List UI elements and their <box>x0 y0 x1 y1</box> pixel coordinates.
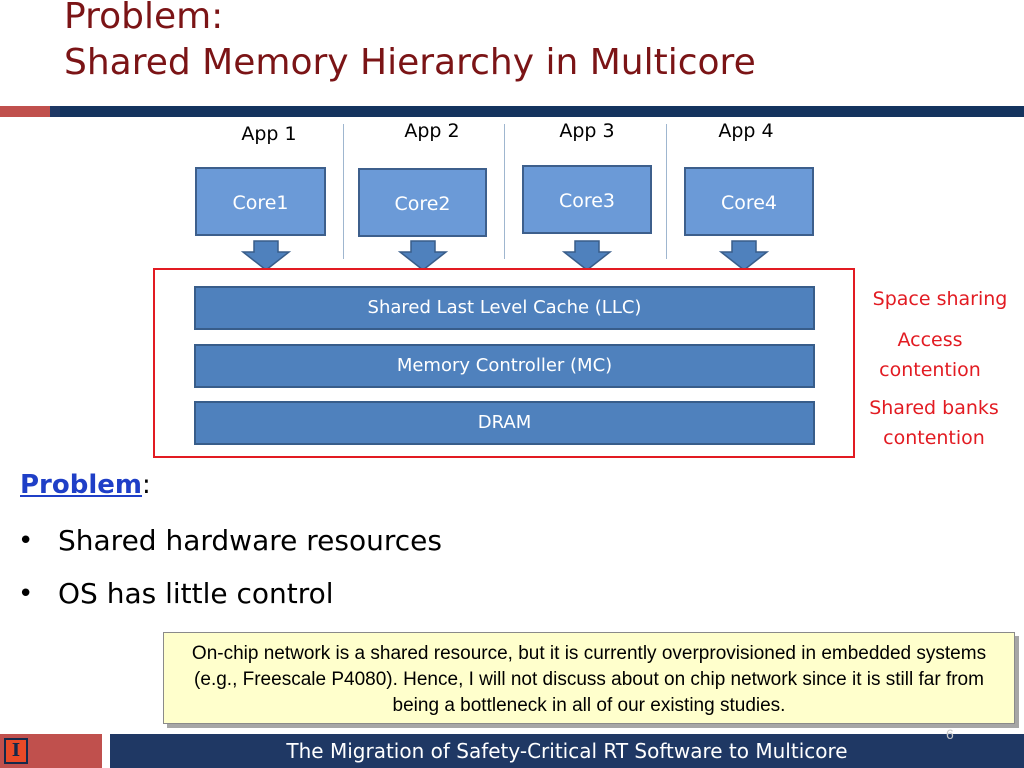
slide-title-line1: Problem: <box>64 0 224 37</box>
llc-bar: Shared Last Level Cache (LLC) <box>194 286 815 330</box>
down-arrow-icon <box>561 240 613 271</box>
university-logo-icon: I <box>4 738 28 764</box>
mc-bar: Memory Controller (MC) <box>194 344 815 388</box>
down-arrow-icon <box>718 240 770 271</box>
problem-colon: : <box>142 470 151 500</box>
problem-keyword: Problem <box>20 470 142 500</box>
app-divider <box>343 124 344 259</box>
bullet-icon: • <box>18 525 34 556</box>
note-access-line2: contention <box>879 359 981 381</box>
bullet-text: Shared hardware resources <box>58 524 442 557</box>
title-rule <box>50 106 1024 117</box>
slide-title-line2: Shared Memory Hierarchy in Multicore <box>64 42 756 83</box>
down-arrow-icon <box>240 240 292 271</box>
problem-heading: Problem: <box>20 470 151 500</box>
note-access-contention: Access contention <box>860 325 1000 385</box>
core-arrows <box>240 240 770 271</box>
note-access-line1: Access <box>897 329 963 351</box>
core-box-1: Core1 <box>195 167 326 236</box>
footer-title: The Migration of Safety-Critical RT Soft… <box>286 739 848 763</box>
footer-bar <box>110 734 1024 768</box>
app-label-2: App 2 <box>404 120 460 142</box>
callout-note: On-chip network is a shared resource, bu… <box>163 632 1015 724</box>
note-bank-line1: Shared banks <box>869 397 999 419</box>
note-space-sharing: Space sharing <box>872 288 1008 310</box>
core-box-2: Core2 <box>358 168 487 237</box>
bullet-item: • Shared hardware resources <box>18 524 442 557</box>
note-bank-contention: Shared banks contention <box>856 393 1012 453</box>
page-number: 6 <box>946 726 954 742</box>
down-arrow-icon <box>397 240 449 271</box>
core-box-3: Core3 <box>522 165 652 234</box>
app-label-1: App 1 <box>241 123 297 145</box>
core-box-4: Core4 <box>684 167 814 236</box>
app-divider <box>504 124 505 259</box>
app-label-3: App 3 <box>559 120 615 142</box>
app-label-4: App 4 <box>718 120 774 142</box>
dram-bar: DRAM <box>194 401 815 445</box>
app-divider <box>666 124 667 259</box>
bullet-icon: • <box>18 578 34 609</box>
slide-title: Problem: Shared Memory Hierarchy in Mult… <box>64 0 756 86</box>
note-bank-line2: contention <box>883 427 985 449</box>
title-rule-accent <box>0 106 50 117</box>
bullet-item: • OS has little control <box>18 577 334 610</box>
bullet-text: OS has little control <box>58 577 334 610</box>
